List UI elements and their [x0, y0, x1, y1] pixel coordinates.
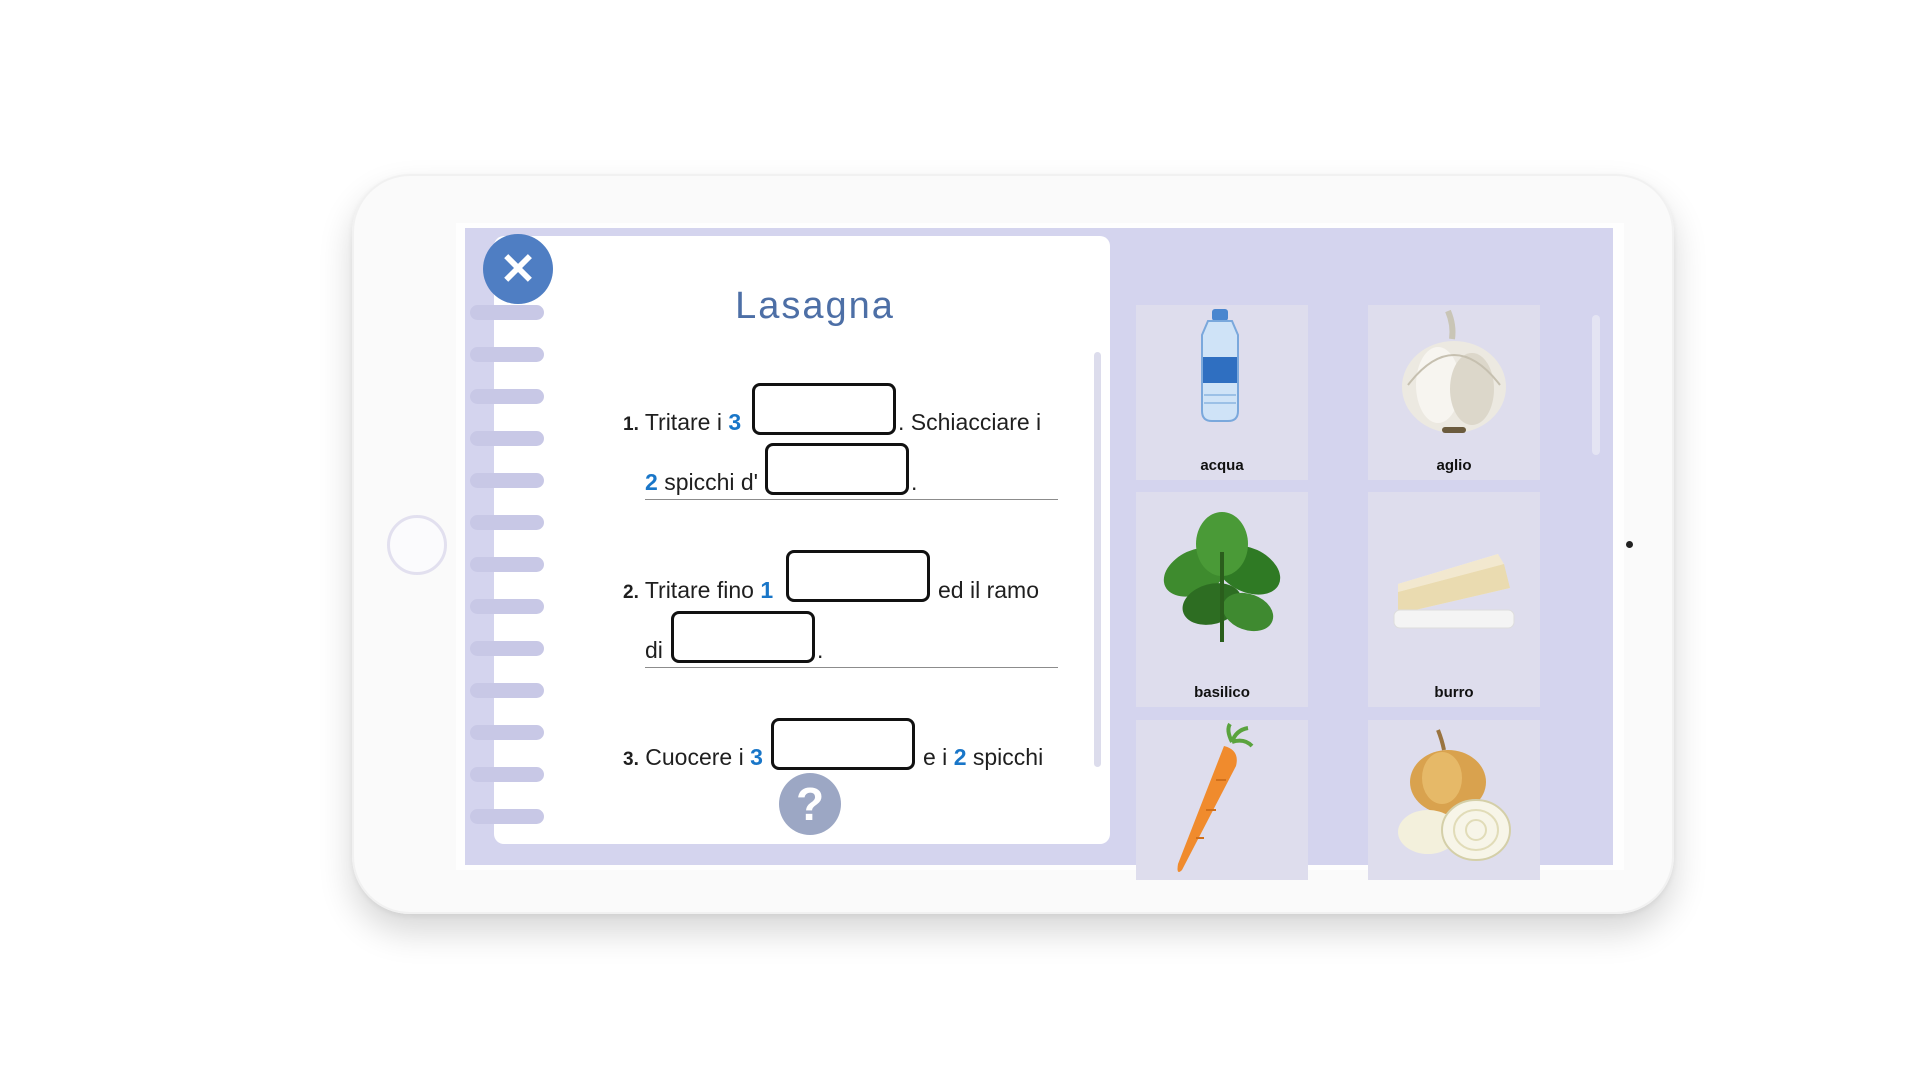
ingredients-scrollbar[interactable]	[1592, 315, 1600, 455]
question-icon: ?	[795, 778, 825, 830]
ingredient-card-acqua[interactable]: acqua	[1136, 305, 1308, 480]
notebook-ring	[470, 725, 544, 740]
garlic-icon	[1402, 309, 1506, 433]
quantity-number: 1	[760, 577, 774, 603]
step-1-line-1b: . Schiacciare i	[898, 409, 1042, 435]
quantity-number: 3	[728, 409, 742, 435]
notebook-ring	[470, 767, 544, 782]
step-text: Tritare fino	[644, 577, 754, 603]
step-1-line-2a: 2 spicchi d'	[645, 467, 758, 497]
answer-blank-1b[interactable]	[765, 443, 909, 495]
step-1-line-1a: 1. Tritare i 3	[623, 407, 741, 440]
carrot-icon	[1177, 722, 1254, 872]
basil-icon	[1163, 512, 1281, 642]
butter-icon	[1393, 554, 1515, 629]
ingredient-card-carrot[interactable]	[1136, 720, 1308, 880]
step-number: 2.	[623, 582, 639, 603]
notebook-ring	[470, 389, 544, 404]
step-2-end: .	[817, 637, 824, 663]
answer-blank-1a[interactable]	[752, 383, 896, 435]
tablet-home-button[interactable]	[387, 515, 447, 575]
step-1-end: .	[911, 469, 918, 495]
step-text: Tritare i	[644, 409, 722, 435]
step-number: 1.	[623, 414, 639, 435]
step-2-line-2a: di	[645, 637, 663, 663]
ingredient-label: acqua	[1200, 457, 1244, 474]
notebook-ring	[470, 557, 544, 572]
close-button[interactable]: ✕	[483, 234, 553, 304]
onion-icon	[1398, 729, 1511, 861]
step-divider	[645, 667, 1058, 668]
ingredient-card-onion[interactable]	[1368, 720, 1540, 880]
answer-blank-3a[interactable]	[771, 718, 915, 770]
step-divider	[645, 499, 1058, 500]
notebook-ring	[470, 305, 544, 320]
step-text: Cuocere i	[645, 744, 744, 770]
notebook-ring	[470, 641, 544, 656]
step-text: spicchi	[972, 744, 1044, 770]
help-button[interactable]: ?	[779, 773, 841, 835]
notebook-ring	[470, 431, 544, 446]
ingredient-label: basilico	[1194, 684, 1250, 701]
notebook-ring	[470, 515, 544, 530]
ingredient-label: burro	[1434, 684, 1474, 701]
notebook-scrollbar[interactable]	[1094, 352, 1101, 767]
ingredient-card-burro[interactable]: burro	[1368, 492, 1540, 707]
ingredient-label: aglio	[1436, 457, 1472, 474]
notebook-ring	[470, 683, 544, 698]
step-2-line-1b: ed il ramo	[938, 577, 1039, 603]
step-3-line-1b: e i 2 spicchi	[923, 742, 1043, 772]
notebook-ring	[470, 809, 544, 824]
ingredient-card-aglio[interactable]: aglio	[1368, 305, 1540, 480]
close-icon: ✕	[499, 244, 537, 294]
step-3-line-1a: 3. Cuocere i 3	[623, 742, 763, 775]
recipe-title: Lasagna	[735, 285, 895, 327]
notebook-ring	[470, 599, 544, 614]
quantity-number: 2	[953, 744, 967, 770]
notebook-ring	[470, 473, 544, 488]
step-number: 3.	[623, 749, 639, 770]
step-2-line-1a: 2. Tritare fino 1	[623, 575, 773, 608]
quantity-number: 2	[645, 469, 658, 495]
step-text: e i	[923, 744, 948, 770]
tablet-camera-dot	[1626, 541, 1633, 548]
ingredient-card-basilico[interactable]: basilico	[1136, 492, 1308, 707]
water-bottle-icon	[1201, 309, 1239, 422]
notebook-ring	[470, 347, 544, 362]
answer-blank-2a[interactable]	[786, 550, 930, 602]
step-text: spicchi d'	[664, 469, 759, 495]
answer-blank-2b[interactable]	[671, 611, 815, 663]
quantity-number: 3	[750, 744, 763, 770]
